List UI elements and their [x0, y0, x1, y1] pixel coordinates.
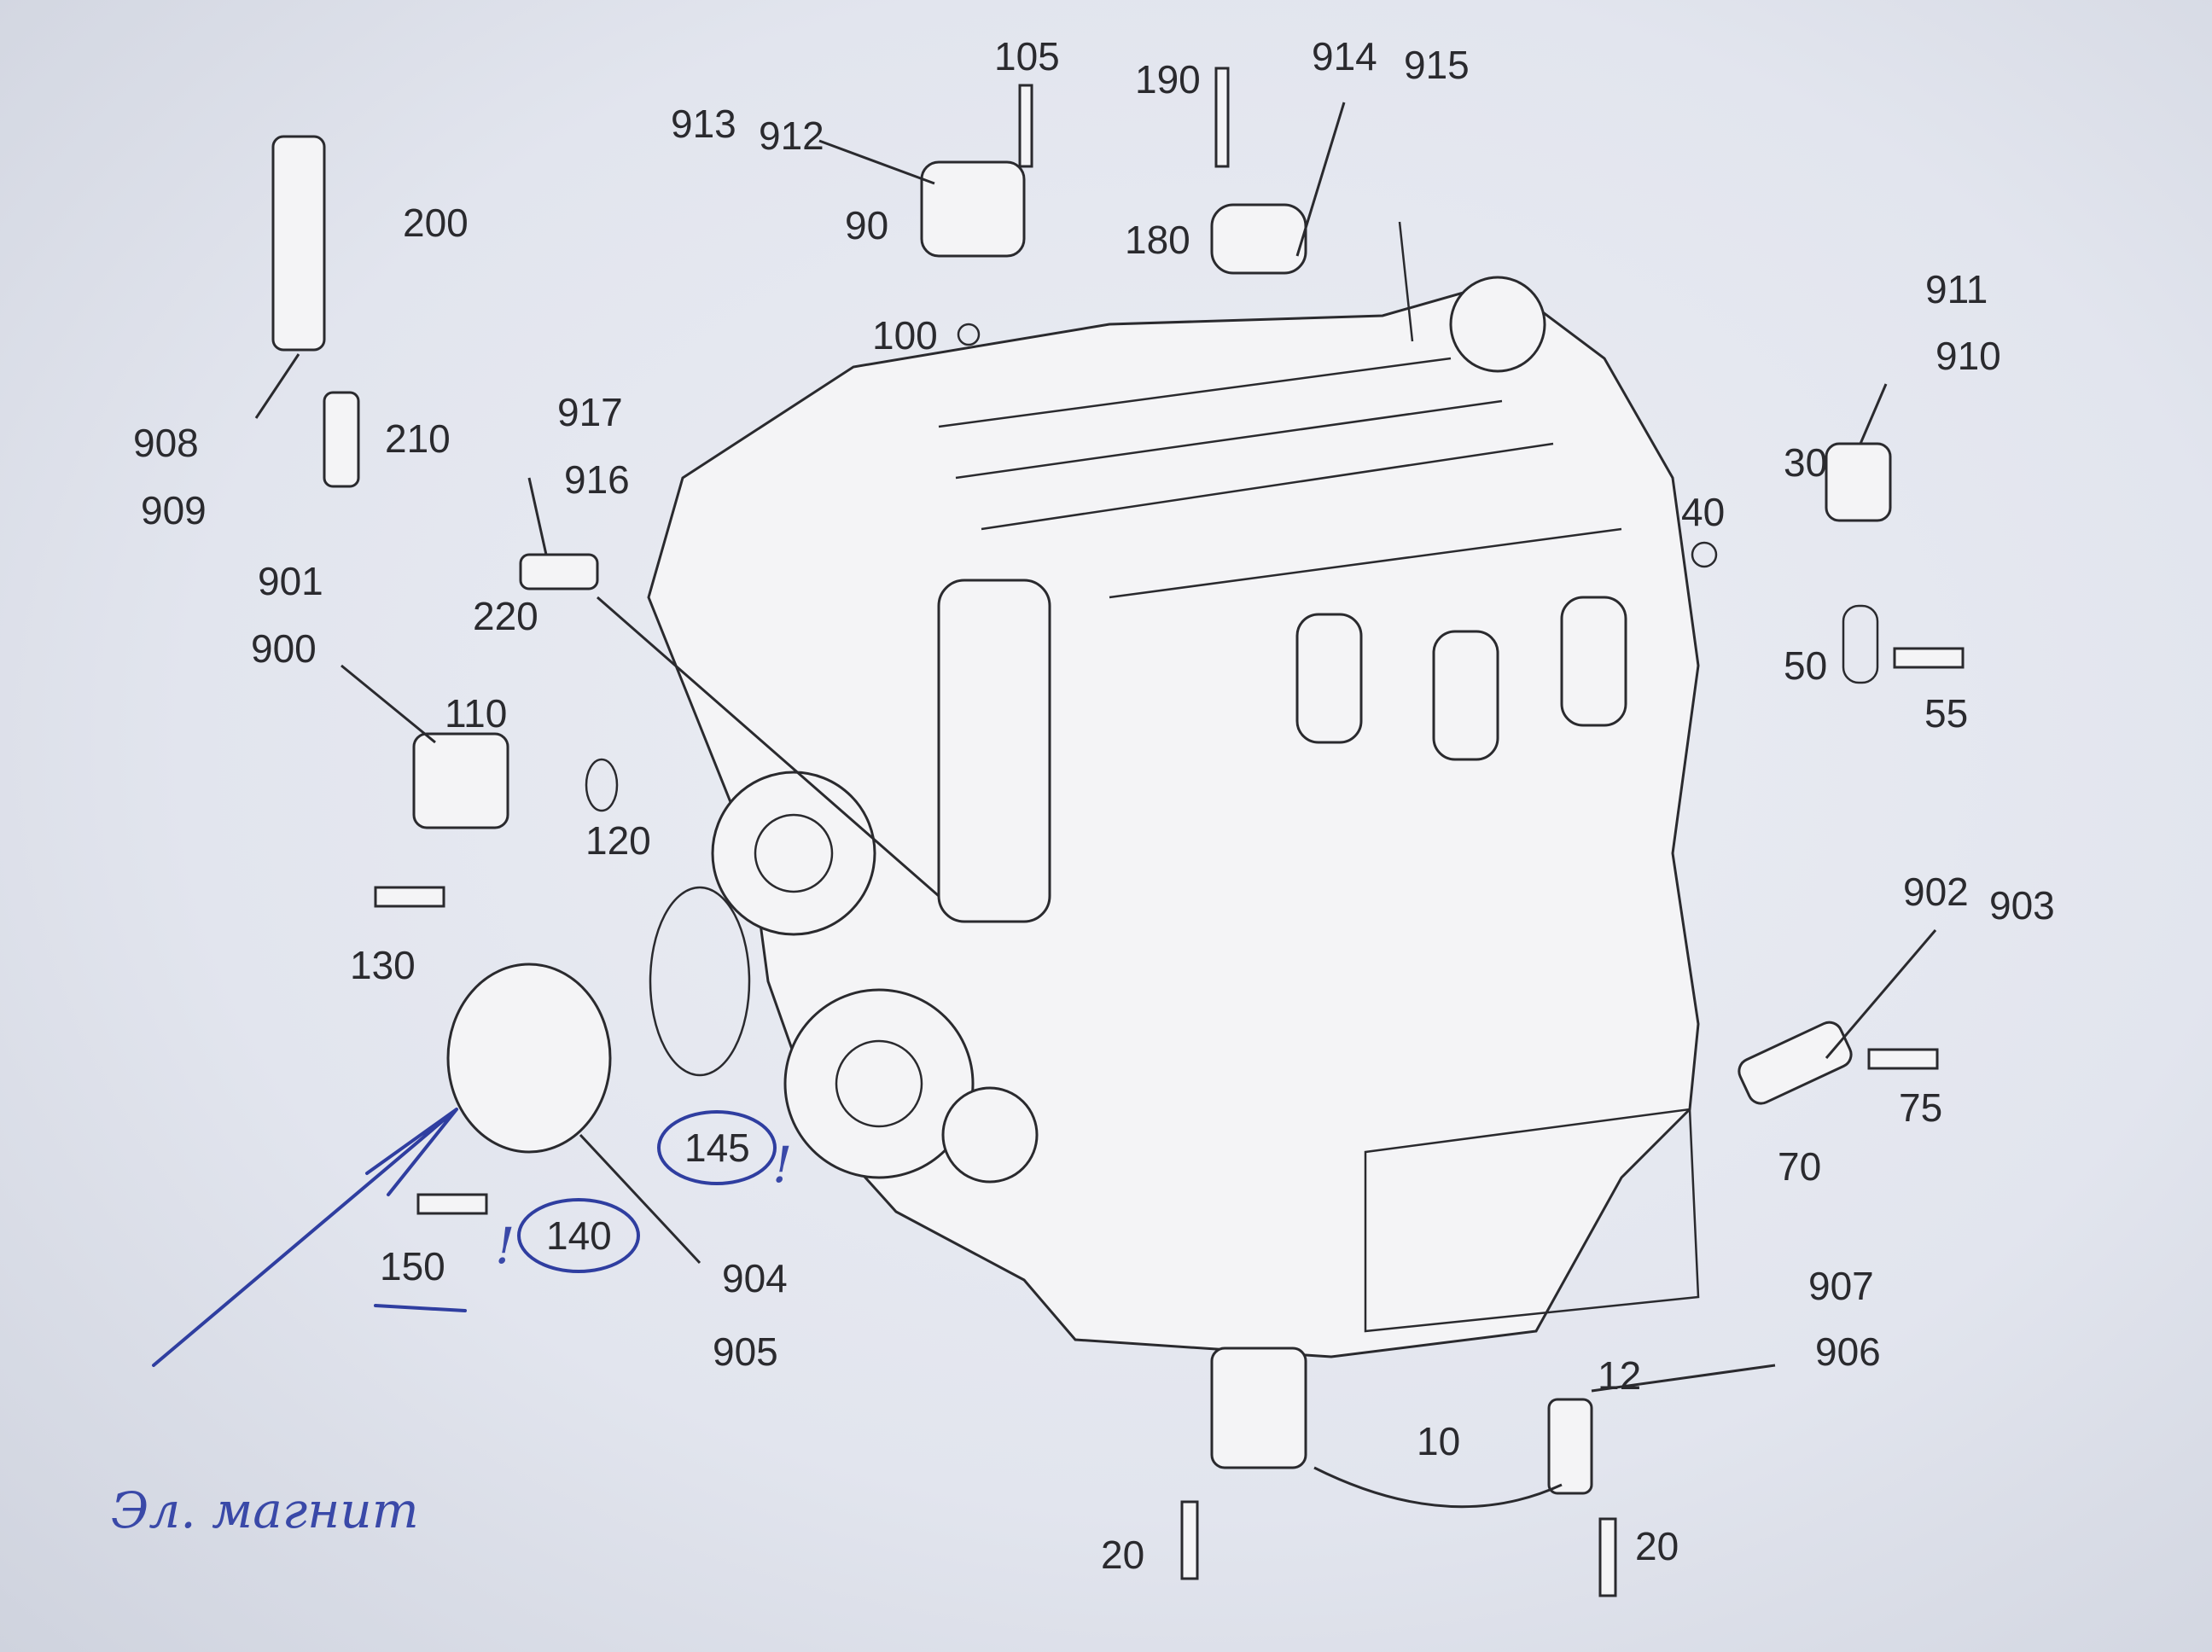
label-190: 190	[1135, 57, 1201, 102]
part-130	[374, 886, 445, 908]
label-120: 120	[585, 818, 651, 863]
label-903: 903	[1989, 883, 2055, 928]
pulley-upper	[711, 771, 876, 936]
label-917: 917	[557, 390, 623, 434]
handwritten-annotations: ! ! Эл. магнит	[111, 1108, 792, 1539]
label-210: 210	[385, 416, 451, 461]
label-904: 904	[722, 1256, 788, 1300]
label-110: 110	[445, 691, 507, 736]
part-20-right	[1598, 1517, 1617, 1597]
label-30: 30	[1784, 440, 1827, 485]
pulley-lower	[783, 988, 975, 1179]
part-220	[519, 553, 599, 590]
engine-illustration	[647, 221, 1700, 1358]
part-10	[1210, 1347, 1307, 1469]
part-210	[323, 391, 360, 488]
label-915: 915	[1404, 43, 1470, 87]
part-110	[412, 732, 509, 829]
label-75: 75	[1899, 1085, 1942, 1130]
part-140	[446, 963, 612, 1154]
label-55: 55	[1924, 691, 1968, 736]
label-105: 105	[994, 34, 1060, 79]
part-90	[920, 160, 1026, 258]
part-105	[1018, 84, 1033, 168]
part-30	[1825, 442, 1892, 522]
part-120	[585, 758, 619, 812]
arrow-to-140	[152, 1108, 458, 1367]
part-100	[957, 323, 981, 346]
label-906: 906	[1815, 1329, 1881, 1374]
label-900: 900	[251, 626, 317, 671]
label-905: 905	[713, 1329, 778, 1374]
label-10: 10	[1417, 1419, 1460, 1463]
label-916: 916	[564, 457, 630, 502]
label-901: 901	[258, 559, 323, 603]
label-70: 70	[1778, 1144, 1821, 1189]
part-70	[1738, 1021, 1853, 1105]
underline-150	[374, 1304, 467, 1312]
part-150	[416, 1193, 488, 1215]
handwritten-note: Эл. магнит	[111, 1481, 419, 1539]
label-12: 12	[1598, 1353, 1641, 1398]
part-190	[1214, 67, 1230, 168]
exclamation-145: !	[772, 1136, 792, 1194]
part-180	[1210, 203, 1307, 275]
label-910: 910	[1936, 334, 2001, 378]
circle-145	[657, 1110, 777, 1185]
label-40: 40	[1681, 490, 1725, 534]
label-913: 913	[671, 102, 736, 146]
label-100: 100	[872, 313, 938, 358]
label-140: 140	[546, 1213, 612, 1258]
part-145	[649, 886, 751, 1077]
part-40	[1691, 541, 1718, 568]
label-909: 909	[141, 488, 207, 532]
part-200	[271, 135, 326, 352]
part-55	[1893, 647, 1965, 669]
label-902: 902	[1903, 870, 1969, 914]
part-labels: 105 913 912 190 914 915 200 90 180 911 9…	[133, 34, 2055, 1577]
label-20-left: 20	[1101, 1533, 1144, 1577]
label-912: 912	[759, 113, 824, 158]
label-150: 150	[380, 1244, 445, 1288]
label-907: 907	[1808, 1264, 1874, 1308]
part-75	[1867, 1048, 1939, 1070]
label-90: 90	[845, 203, 888, 247]
components	[254, 67, 1965, 1597]
exclamation-140: !	[495, 1217, 515, 1275]
label-200: 200	[403, 201, 469, 245]
part-50	[1842, 604, 1879, 684]
label-130: 130	[350, 943, 416, 987]
label-20-right: 20	[1635, 1524, 1679, 1568]
label-908: 908	[133, 421, 199, 465]
label-50: 50	[1784, 643, 1827, 688]
label-220: 220	[473, 594, 538, 638]
part-12-sensor	[1547, 1398, 1593, 1495]
throttle-body	[1449, 276, 1546, 373]
label-180: 180	[1125, 218, 1190, 262]
part-20-left	[1180, 1500, 1199, 1580]
label-911: 911	[1925, 267, 1988, 311]
label-145: 145	[684, 1126, 750, 1170]
oil-filter-housing	[937, 579, 1051, 923]
circle-140	[517, 1198, 640, 1273]
label-914: 914	[1312, 34, 1377, 79]
